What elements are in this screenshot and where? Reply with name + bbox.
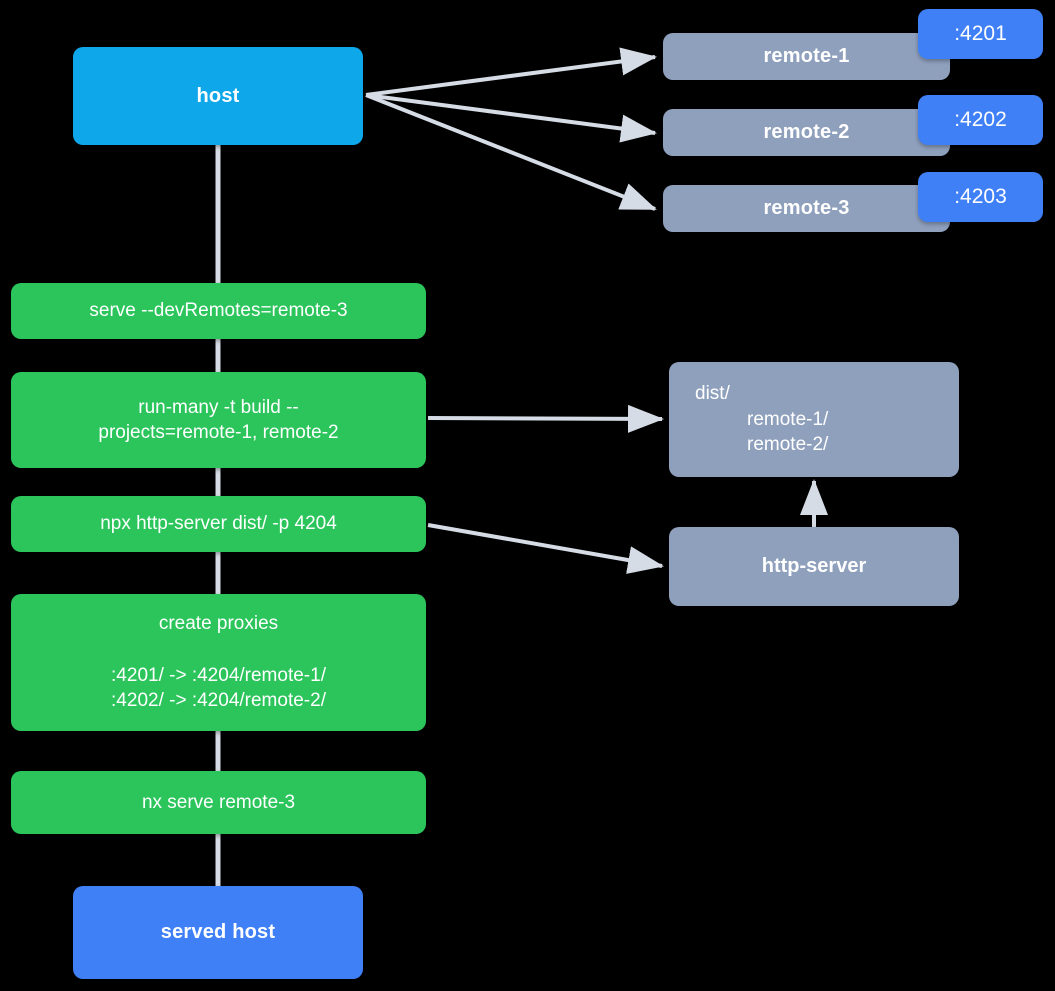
node-dist-child-remote-2: remote-2/ [747,434,829,456]
command-create-proxies-mapping-2: :4202/ -> :4204/remote-2/ [111,690,326,712]
node-remote-1[interactable]: remote-1 [663,33,950,80]
node-dist-folder[interactable]: dist/ remote-1/ remote-2/ [669,362,959,477]
node-remote-2-label: remote-2 [763,121,850,144]
badge-port-4202-label: :4202 [954,108,1007,131]
badge-port-4203-label: :4203 [954,185,1007,208]
node-host[interactable]: host [73,47,363,145]
node-host-label: host [196,84,240,107]
node-remote-1-label: remote-1 [763,45,850,68]
node-remote-3-label: remote-3 [763,197,850,220]
command-run-many-build[interactable]: run-many -t build -- projects=remote-1, … [11,372,426,468]
command-create-proxies[interactable]: create proxies :4201/ -> :4204/remote-1/… [11,594,426,731]
node-remote-2[interactable]: remote-2 [663,109,950,156]
command-run-many-line-2: projects=remote-1, remote-2 [98,422,339,443]
node-http-server-label: http-server [761,555,867,578]
node-served-host-label: served host [160,921,276,944]
command-run-many-line-1: run-many -t build -- [138,396,299,418]
edge-host-to-remote-2 [365,93,657,143]
edge-host-to-remote-3 [365,93,657,211]
command-create-proxies-title: create proxies [158,613,279,635]
command-nx-serve-remote-3-label: nx serve remote-3 [141,791,296,813]
badge-port-4201: :4201 [918,9,1043,59]
command-serve-dev-remotes[interactable]: serve --devRemotes=remote-3 [11,283,426,339]
node-http-server[interactable]: http-server [669,527,959,606]
node-remote-3[interactable]: remote-3 [663,185,950,232]
command-npx-http-server-label: npx http-server dist/ -p 4204 [100,513,337,535]
edge-npx-to-httpserver [427,523,664,574]
command-nx-serve-remote-3[interactable]: nx serve remote-3 [11,771,426,834]
badge-port-4202: :4202 [918,95,1043,145]
badge-port-4203: :4203 [918,172,1043,222]
edge-host-to-remote-1 [365,47,657,97]
command-npx-http-server[interactable]: npx http-server dist/ -p 4204 [11,496,426,552]
node-dist-child-remote-1: remote-1/ [747,408,829,430]
command-serve-dev-remotes-label: serve --devRemotes=remote-3 [89,300,348,322]
command-create-proxies-mapping-1: :4201/ -> :4204/remote-1/ [111,664,326,686]
edge-runmany-to-dist [427,404,664,433]
node-served-host[interactable]: served host [73,886,363,979]
badge-port-4201-label: :4201 [954,22,1007,45]
node-dist-root-label: dist/ [695,383,730,405]
